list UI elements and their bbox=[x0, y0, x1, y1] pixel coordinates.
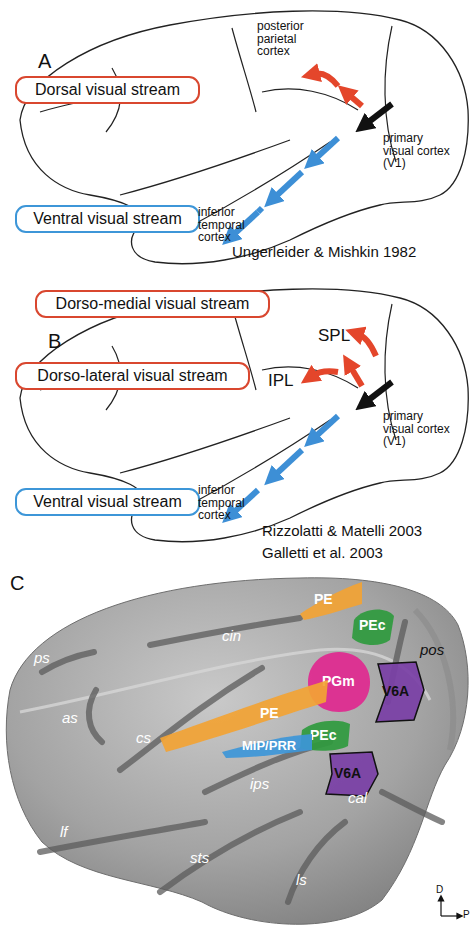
direction-axes bbox=[441, 898, 460, 916]
brain-outline-a bbox=[20, 11, 468, 264]
area-fill bbox=[222, 734, 312, 758]
sulcus-label: cin bbox=[222, 628, 241, 645]
stream-name: Dorso-lateral visual stream bbox=[37, 367, 227, 385]
region-label: IPL bbox=[268, 372, 294, 391]
sulcus-label: ips bbox=[250, 776, 269, 793]
stream-box: Dorso-medial visual stream bbox=[35, 290, 270, 318]
area-fill bbox=[376, 662, 424, 722]
area-name: PEc bbox=[359, 618, 385, 632]
stream-arrows-a bbox=[232, 74, 392, 237]
stream-box: Dorsal visual stream bbox=[15, 76, 200, 104]
axis-label: D bbox=[436, 884, 443, 895]
stream-box: Ventral visual stream bbox=[15, 488, 200, 516]
cortical-area: PEc bbox=[350, 606, 394, 646]
axis-label: P bbox=[463, 909, 470, 920]
sulcus-label: cs bbox=[136, 730, 151, 747]
brain-surface-c bbox=[6, 578, 468, 924]
stream-box: Ventral visual stream bbox=[15, 205, 200, 233]
brain-outline-b bbox=[20, 289, 468, 542]
sulcus-label: pos bbox=[420, 642, 444, 659]
stream-name: Ventral visual stream bbox=[33, 210, 182, 228]
area-name: PE bbox=[314, 592, 333, 606]
sulcus-label: lf bbox=[60, 824, 68, 841]
cortical-area: PE bbox=[300, 582, 362, 620]
cortical-area: V6A bbox=[372, 660, 426, 724]
panel-letter: A bbox=[38, 50, 51, 72]
stream-arrows-b bbox=[232, 334, 392, 514]
citation-label: Ungerleider & Mishkin 1982 bbox=[232, 244, 416, 261]
citation-label: Rizzolatti & Matelli 2003 bbox=[262, 523, 422, 540]
area-name: V6A bbox=[334, 766, 361, 780]
area-name: V6A bbox=[382, 684, 409, 698]
cortical-area: MIP/PRR bbox=[222, 734, 312, 758]
stream-name: Ventral visual stream bbox=[33, 493, 182, 511]
region-label: inferior temporal cortex bbox=[198, 484, 254, 522]
area-name: PE bbox=[260, 706, 279, 720]
region-label: posterior parietal cortex bbox=[257, 20, 319, 58]
stream-name: Dorsal visual stream bbox=[35, 81, 180, 99]
sulcus-label: cal bbox=[348, 790, 367, 807]
sulcus-label: ls bbox=[296, 872, 307, 889]
region-label: inferior temporal cortex bbox=[198, 206, 254, 244]
region-label: SPL bbox=[318, 327, 350, 346]
stream-name: Dorso-medial visual stream bbox=[56, 295, 250, 313]
area-fill bbox=[352, 610, 394, 645]
sulcus-label: ps bbox=[34, 650, 50, 667]
region-label: primary visual cortex (V1) bbox=[383, 132, 451, 170]
area-name: MIP/PRR bbox=[242, 739, 296, 752]
area-name: PEc bbox=[310, 728, 336, 742]
region-label: primary visual cortex (V1) bbox=[383, 410, 451, 448]
panel-letter: C bbox=[10, 572, 24, 594]
stream-box: Dorso-lateral visual stream bbox=[15, 362, 250, 390]
panel-letter: B bbox=[48, 330, 61, 352]
citation-label: Galletti et al. 2003 bbox=[262, 545, 383, 562]
area-fill bbox=[300, 582, 362, 620]
sulcus-label: as bbox=[62, 710, 78, 727]
sulcus-label: sts bbox=[190, 850, 209, 867]
